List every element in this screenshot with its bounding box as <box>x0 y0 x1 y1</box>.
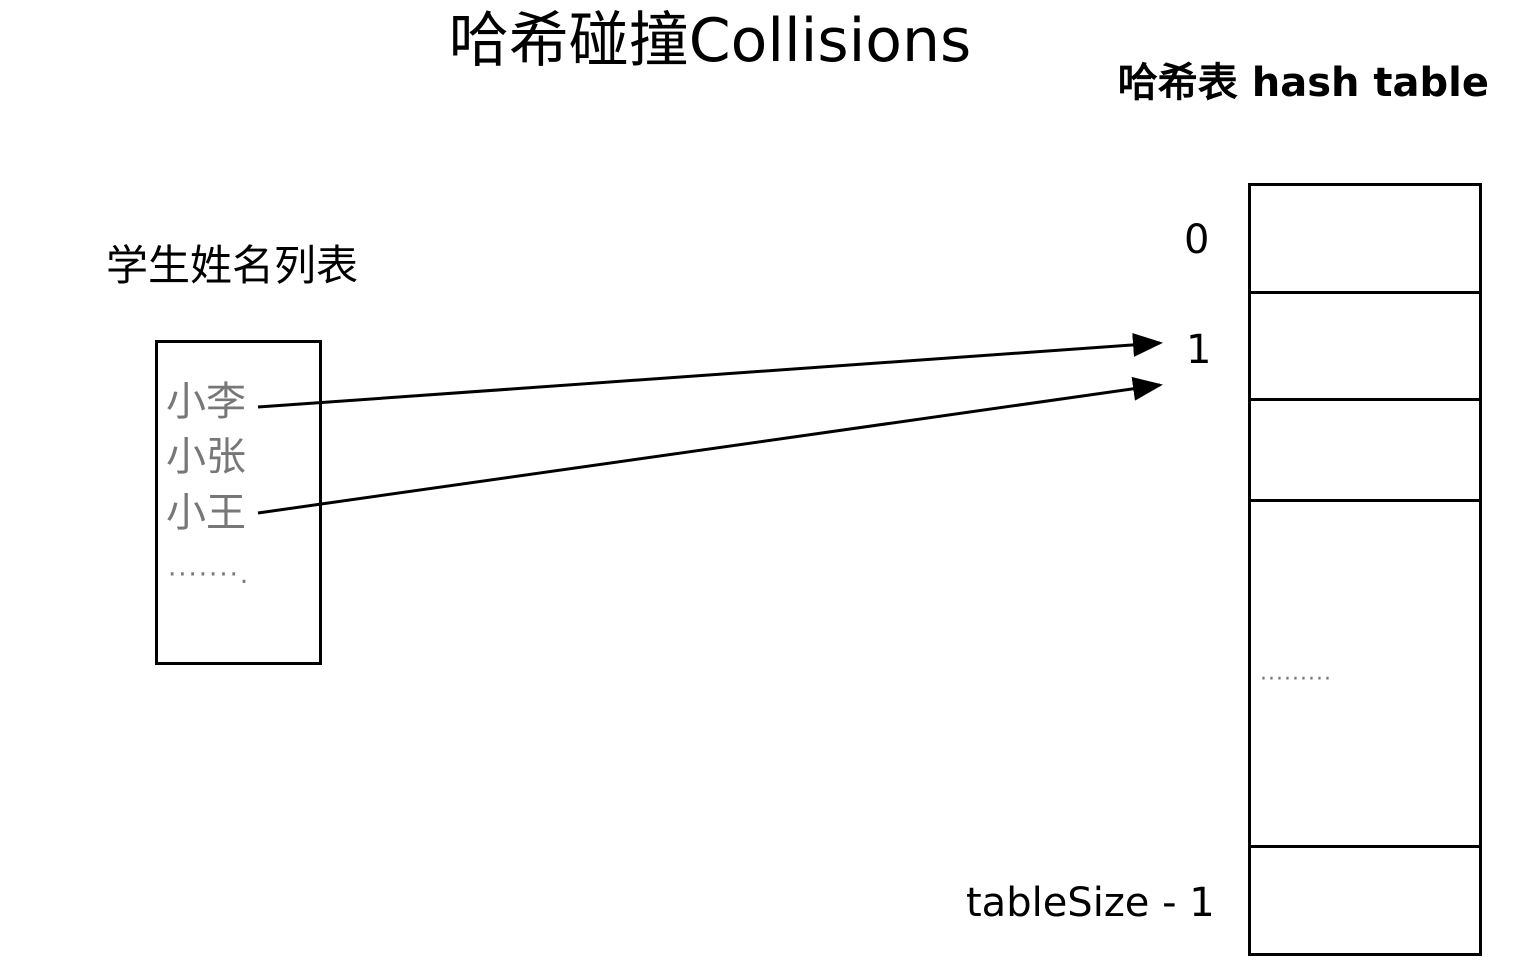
arrow-wang-to-slot-1 <box>257 376 1163 515</box>
arrow-li-to-slot-1 <box>257 332 1163 409</box>
diagram-title: 哈希碰撞Collisions <box>448 6 972 76</box>
index-label-last: tableSize - 1 <box>966 880 1215 926</box>
student-list-box <box>155 340 322 665</box>
student-list-title: 学生姓名列表 <box>106 241 359 290</box>
student-name-zhang: 小张 <box>166 434 246 480</box>
student-list-ellipsis: ·······. <box>168 560 251 590</box>
index-label-0: 0 <box>1184 217 1210 263</box>
student-name-wang: 小王 <box>166 490 246 536</box>
index-label-1: 1 <box>1186 327 1212 373</box>
hash-slot-last <box>1248 845 1482 956</box>
hash-table-title: 哈希表 hash table <box>1117 60 1489 106</box>
hash-table <box>1248 183 1482 956</box>
student-name-li: 小李 <box>166 379 246 425</box>
hash-table-ellipsis: ········· <box>1260 667 1332 692</box>
